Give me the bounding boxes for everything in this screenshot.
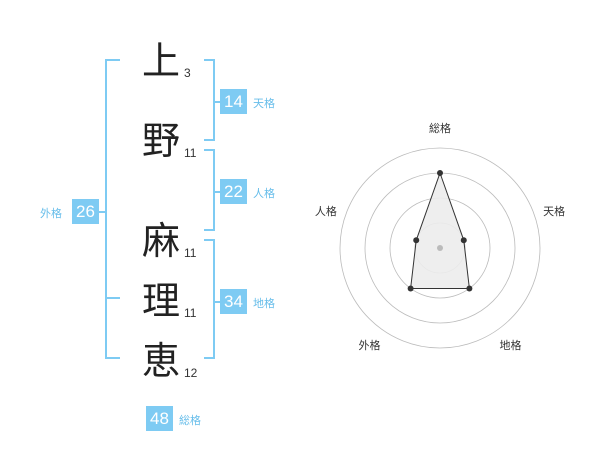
gaikaku-label: 外格 bbox=[40, 207, 62, 220]
name-char-3: 麻 bbox=[141, 219, 180, 263]
tenkaku-bracket bbox=[204, 59, 215, 141]
soukaku-value-badge: 48 bbox=[146, 406, 173, 431]
radar-point-2 bbox=[460, 237, 467, 244]
name-char-4: 理 bbox=[141, 279, 180, 323]
radar-point-4 bbox=[407, 285, 414, 292]
soukaku-label: 総格 bbox=[179, 414, 201, 427]
stroke-count-3: 11 bbox=[184, 246, 197, 260]
gaikaku-value-badge: 26 bbox=[72, 199, 99, 224]
radar-axis-label-4: 外格 bbox=[358, 338, 380, 352]
radar-point-5 bbox=[413, 237, 420, 244]
radar-axis-label-3: 地格 bbox=[500, 338, 522, 352]
tenkaku-value-badge: 14 bbox=[220, 89, 247, 114]
chikaku-label: 地格 bbox=[253, 297, 275, 310]
stroke-count-1: 3 bbox=[184, 66, 191, 80]
radar-axis-label-5: 人格 bbox=[315, 204, 337, 218]
jinkaku-bracket bbox=[204, 149, 215, 231]
name-char-1: 上 bbox=[141, 39, 180, 83]
chikaku-value-badge: 34 bbox=[220, 289, 247, 314]
name-char-5: 恵 bbox=[141, 339, 180, 383]
jinkaku-label: 人格 bbox=[253, 187, 275, 200]
radar-axis-label-1: 総格 bbox=[429, 121, 451, 135]
chikaku-bracket bbox=[204, 239, 215, 359]
radar-point-1 bbox=[437, 170, 443, 176]
stroke-count-4: 11 bbox=[184, 306, 197, 320]
radar-center-dot bbox=[437, 245, 443, 251]
stroke-count-5: 12 bbox=[184, 366, 198, 380]
radar-ring-4 bbox=[339, 147, 541, 349]
stroke-count-2: 11 bbox=[184, 146, 197, 160]
name-char-2: 野 bbox=[141, 119, 180, 163]
radar-axis-label-2: 天格 bbox=[543, 204, 565, 218]
jinkaku-value-badge: 22 bbox=[220, 179, 247, 204]
radar-polygon bbox=[410, 171, 470, 289]
tenkaku-label: 天格 bbox=[253, 97, 275, 110]
radar-point-3 bbox=[466, 285, 473, 292]
gaikaku-bracket bbox=[105, 59, 120, 359]
